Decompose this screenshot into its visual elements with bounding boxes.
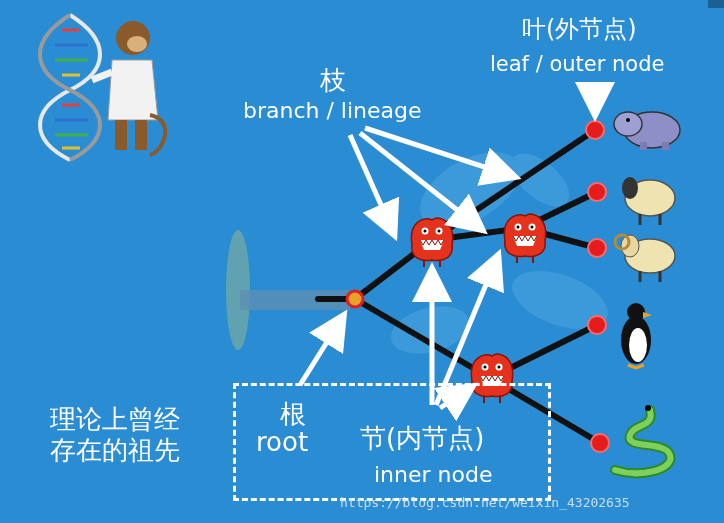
branch-label-en: branch / lineage	[243, 98, 422, 123]
watermark: https://blog.csdn.net/weixin_43202635	[340, 496, 630, 511]
leaf-label-en: leaf / outer node	[490, 52, 664, 76]
leaf-label-cn: 叶(外节点)	[522, 16, 637, 44]
root-cn: 根	[280, 400, 306, 430]
ancestor-note: 理论上曾经 存在的祖先	[50, 404, 188, 466]
root-en: root	[256, 428, 308, 458]
inner-node-cn: 节(内节点)	[360, 424, 484, 454]
branch-label-cn: 枝	[320, 66, 346, 96]
inner-node-en: inner node	[374, 462, 492, 487]
dashed-group-box: 根root 节(内节点) inner node	[233, 383, 551, 501]
